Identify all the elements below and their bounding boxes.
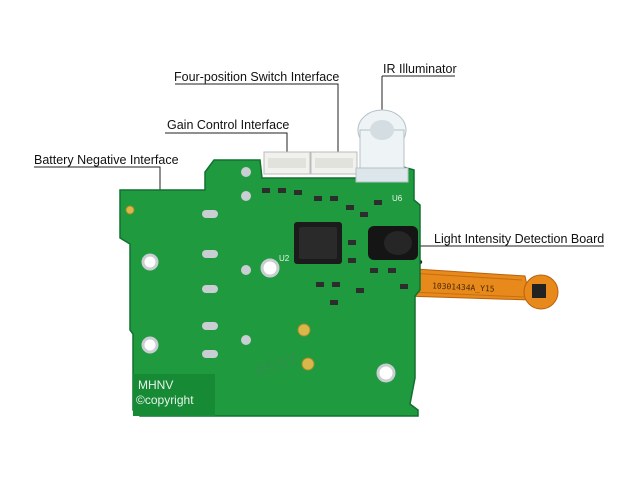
connectors [263,151,358,175]
pcb-board [119,159,421,417]
sensor-module [368,226,418,260]
main-ic-chip [294,222,342,264]
callout-battery-negative: Battery Negative Interface [34,153,179,167]
callout-four-position-switch: Four-position Switch Interface [174,70,340,84]
callout-ir-illuminator: IR Illuminator [383,62,457,76]
u2-marking: U2 [279,254,290,263]
board-copyright-marking: ©copyright [136,393,194,407]
callout-light-intensity-board: Light Intensity Detection Board [434,232,605,246]
board-model-marking: MHNV [138,378,174,392]
smd-components [262,188,408,305]
u6-marking: U6 [392,194,403,203]
mounting-holes [141,253,396,383]
ir-led [355,109,409,183]
callout-leader-lines [34,75,604,262]
callout-gain-control: Gain Control Interface [167,118,290,132]
light-sensor-flex-board [399,267,559,310]
gold-pads [125,205,315,371]
silver-pads [202,167,251,358]
